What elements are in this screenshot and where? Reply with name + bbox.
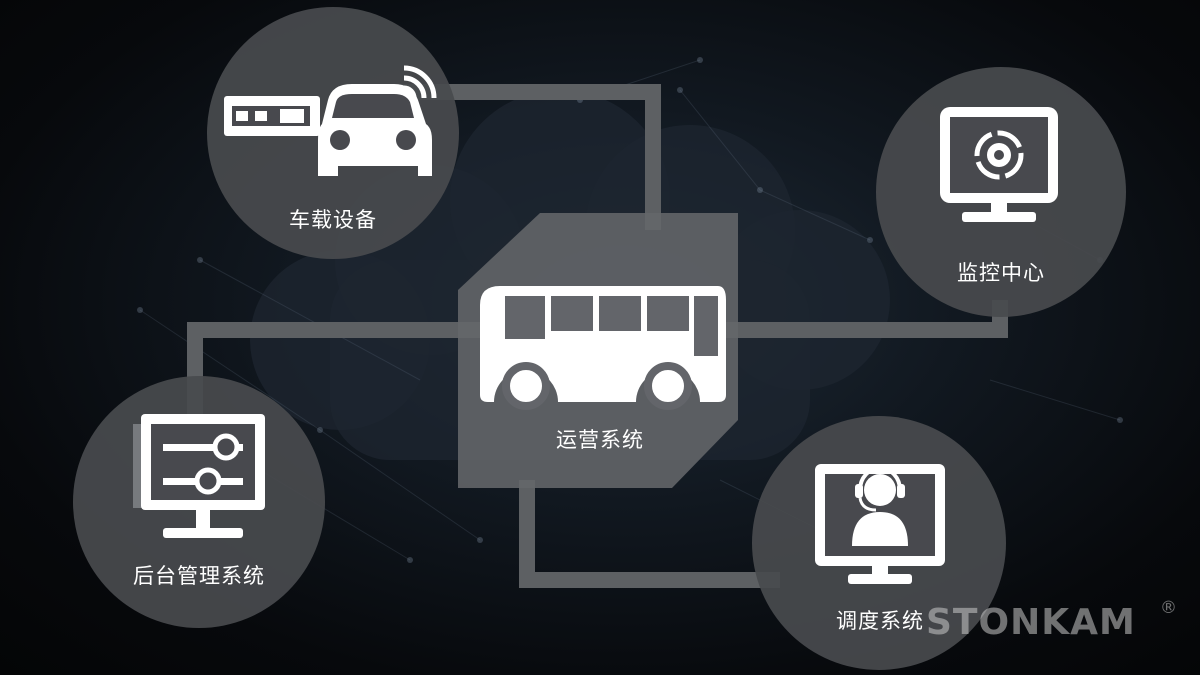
registered-mark: ®	[1160, 598, 1177, 618]
vehicle-label: 车载设备	[289, 208, 377, 232]
bus-icon	[480, 286, 726, 410]
car-with-device-icon	[224, 65, 437, 176]
center-label: 运营系统	[556, 428, 644, 452]
brand-logo: STONKAM	[926, 602, 1136, 643]
monitor-label: 监控中心	[957, 261, 1045, 285]
dispatch-label: 调度系统	[836, 609, 924, 633]
backend-label: 后台管理系统	[133, 564, 265, 588]
monitor-camera-icon	[940, 107, 1058, 222]
settings-monitor-icon	[133, 414, 265, 538]
headset-operator-icon	[815, 464, 945, 584]
